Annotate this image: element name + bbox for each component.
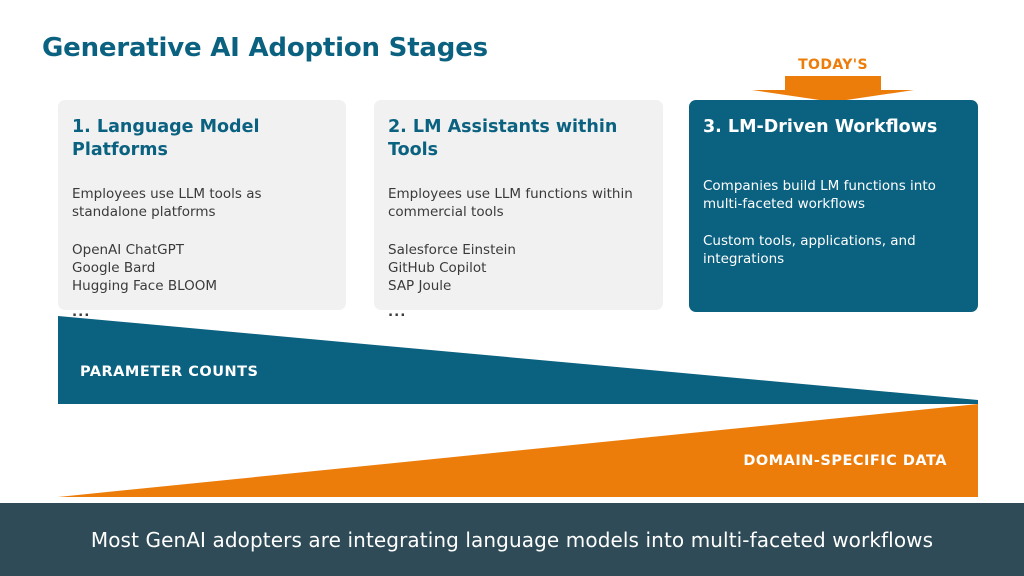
parameter-counts-wedge — [0, 312, 1024, 408]
stage-card-3[interactable]: 3. LM-Driven Workflows Companies build L… — [689, 100, 978, 312]
domain-specific-data-wedge-shape-icon — [58, 404, 978, 497]
footer-bar: Most GenAI adopters are integrating lang… — [0, 503, 1024, 576]
stage-card-2-examples: Salesforce Einstein GitHub Copilot SAP J… — [388, 241, 516, 295]
stage-card-1-heading: 1. Language Model Platforms — [72, 117, 260, 161]
stage-card-1-ellipsis: ... — [72, 303, 91, 320]
todays-badge-label: TODAY'S — [798, 57, 868, 73]
footer-takeaway-text: Most GenAI adopters are integrating lang… — [90, 527, 934, 552]
stage-card-3-examples: Custom tools, applications, and integrat… — [703, 232, 916, 267]
stage-card-2-description: Employees use LLM functions within comme… — [388, 185, 633, 220]
domain-specific-data-label: DOMAIN-SPECIFIC DATA — [743, 453, 947, 469]
stage-card-3-description: Companies build LM functions into multi-… — [703, 178, 936, 213]
stage-card-2-heading: 2. LM Assistants within Tools — [388, 117, 618, 161]
page-title: Generative AI Adoption Stages — [42, 33, 488, 63]
stage-card-1-examples: OpenAI ChatGPT Google Bard Hugging Face … — [72, 241, 218, 295]
stage-card-1[interactable]: 1. Language Model Platforms Employees us… — [58, 100, 346, 320]
domain-specific-data-wedge — [0, 400, 1024, 504]
stage-card-2[interactable]: 2. LM Assistants within Tools Employees … — [374, 100, 663, 320]
stage-card-1-description: Employees use LLM tools as standalone pl… — [72, 185, 262, 220]
todays-badge: TODAY'S — [752, 57, 914, 102]
stage-card-2-ellipsis: ... — [388, 303, 407, 320]
parameter-counts-label: PARAMETER COUNTS — [80, 364, 259, 380]
parameter-counts-wedge-shape-icon — [58, 316, 978, 404]
todays-badge-ribbon-icon — [752, 76, 914, 102]
stage-card-3-heading: 3. LM-Driven Workflows — [703, 117, 938, 137]
